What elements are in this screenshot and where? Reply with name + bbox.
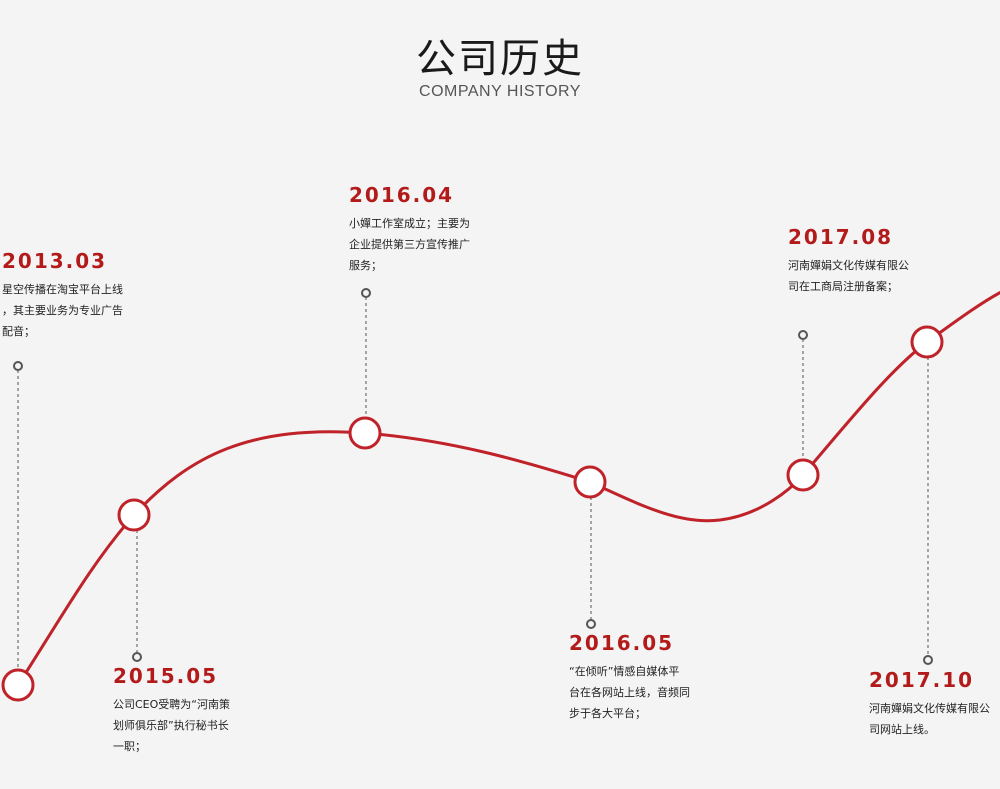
event-description: 河南嬋娟文化传媒有限公 司在工商局注册备案； xyxy=(788,255,909,297)
timeline-node-2015-05[interactable] xyxy=(117,498,151,532)
timeline-node-2013-03[interactable] xyxy=(1,668,35,702)
event-description: 河南嬋娟文化传媒有限公 司网站上线。 xyxy=(869,698,1000,740)
event-date: 2017.10 xyxy=(869,668,975,692)
event-description: 公司CEO受聘为“河南策 划师俱乐部”执行秘书长 一职； xyxy=(113,694,230,757)
timeline-event-2015-05: 2015.05 公司CEO受聘为“河南策 划师俱乐部”执行秘书长 一职； xyxy=(113,664,230,757)
event-date: 2015.05 xyxy=(113,664,219,688)
timeline-curve xyxy=(16,290,1000,687)
event-description-line: ，其主要业务为专业广告 xyxy=(2,304,123,317)
timeline-node-2016-04[interactable] xyxy=(348,416,382,450)
timeline-node-2017-08[interactable] xyxy=(786,458,820,492)
timeline-event-2017-08: 2017.08 河南嬋娟文化传媒有限公 司在工商局注册备案； xyxy=(788,225,909,297)
event-description-line: 河南嬋娟文化传媒有限公 xyxy=(869,702,990,715)
event-description-line: 服务； xyxy=(349,259,382,272)
event-description-line: 司在工商局注册备案； xyxy=(788,280,898,293)
page-subtitle: COMPANY HISTORY xyxy=(419,83,581,100)
event-description-line: 配音； xyxy=(2,325,35,338)
event-description-line: 公司CEO受聘为“河南策 xyxy=(113,698,230,711)
event-description-line: 步于各大平台； xyxy=(569,707,646,720)
timeline-event-2016-05: 2016.05 “在倾听”情感自媒体平 台在各网站上线，音频同 步于各大平台； xyxy=(569,631,690,724)
connector-dot-2017-08 xyxy=(798,330,808,340)
event-description-line: 河南嬋娟文化传媒有限公 xyxy=(788,259,909,272)
timeline-node-2017-10[interactable] xyxy=(910,325,944,359)
event-date: 2016.05 xyxy=(569,631,675,655)
event-description: 小嬋工作室成立；主要为 企业提供第三方宣传推广 服务； xyxy=(349,213,470,276)
timeline-event-2017-10: 2017.10 河南嬋娟文化传媒有限公 司网站上线。 xyxy=(869,668,1000,740)
connector-dot-2015-05 xyxy=(132,652,142,662)
event-description-line: 一职； xyxy=(113,740,146,753)
connector-dot-2017-10 xyxy=(923,655,933,665)
event-description-line: “在倾听”情感自媒体平 xyxy=(569,665,680,678)
page-title: 公司历史 xyxy=(416,36,584,82)
connector-dot-2013-03 xyxy=(13,361,23,371)
event-description-line: 小嬋工作室成立；主要为 xyxy=(349,217,470,230)
event-date: 2013.03 xyxy=(2,249,108,273)
event-date: 2017.08 xyxy=(788,225,894,249)
timeline-node-2016-05[interactable] xyxy=(573,465,607,499)
event-description-line: 划师俱乐部”执行秘书长 xyxy=(113,719,229,732)
event-description-line: 企业提供第三方宣传推广 xyxy=(349,238,470,251)
event-date: 2016.04 xyxy=(349,183,455,207)
event-description-line: 台在各网站上线，音频同 xyxy=(569,686,690,699)
connector-dot-2016-04 xyxy=(361,288,371,298)
event-description-line: 星空传播在淘宝平台上线 xyxy=(2,283,123,296)
timeline-event-2013-03: 2013.03 星空传播在淘宝平台上线 ，其主要业务为专业广告 配音； xyxy=(2,249,123,342)
timeline-event-2016-04: 2016.04 小嬋工作室成立；主要为 企业提供第三方宣传推广 服务； xyxy=(349,183,470,276)
connector-dot-2016-05 xyxy=(586,619,596,629)
event-description: 星空传播在淘宝平台上线 ，其主要业务为专业广告 配音； xyxy=(2,279,123,342)
event-description-line: 司网站上线。 xyxy=(869,723,935,736)
event-description: “在倾听”情感自媒体平 台在各网站上线，音频同 步于各大平台； xyxy=(569,661,690,724)
